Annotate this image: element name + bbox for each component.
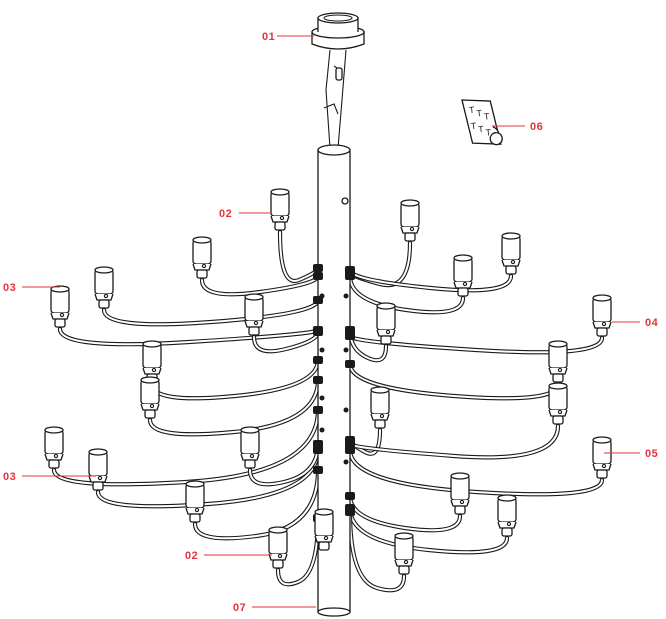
- arm-tube-inner: [151, 359, 319, 400]
- stem-stud: [343, 459, 349, 465]
- arm-tube: [347, 493, 463, 533]
- arm-tube-inner: [349, 275, 464, 314]
- lamp-socket: [244, 293, 264, 336]
- callout-06: 06: [530, 121, 543, 133]
- callout-07: 07: [233, 602, 246, 614]
- lamp-socket: [94, 266, 114, 309]
- callout-labels: 01 02 03 04 05 06 03 02 07: [3, 31, 659, 614]
- stem-joints: [313, 264, 355, 522]
- tag-glyph: T: [483, 111, 490, 122]
- stem-joint: [345, 446, 355, 454]
- lamp-socket: [240, 426, 260, 469]
- arm-tube: [147, 377, 321, 437]
- lamp-sockets: [44, 188, 612, 575]
- arm-tube-inner: [349, 329, 387, 362]
- arm-tube: [101, 297, 321, 327]
- tag-glyph: T: [469, 105, 476, 116]
- stem-joint: [313, 440, 323, 448]
- callout-03-upper: 03: [3, 282, 16, 294]
- stem-joint: [345, 272, 355, 280]
- arm-tube-inner: [194, 469, 319, 540]
- lamp-socket: [592, 294, 612, 337]
- lamp-socket: [192, 236, 212, 279]
- callout-01: 01: [262, 31, 275, 43]
- callout-03-lower: 03: [3, 471, 16, 483]
- stem-joint: [313, 466, 323, 474]
- lamp-socket: [497, 494, 517, 537]
- arm-tube-inner: [349, 507, 508, 554]
- lamp-socket: [140, 376, 160, 419]
- arm-tube-inner: [349, 335, 603, 354]
- lamp-socket: [548, 340, 568, 383]
- arm-tube-inner: [201, 275, 319, 296]
- lamp-socket: [268, 526, 288, 569]
- stem-stud: [319, 347, 325, 353]
- lamp-socket: [370, 386, 390, 429]
- lamp-socket: [394, 532, 414, 575]
- lamp-socket: [453, 254, 473, 297]
- stem-joint: [313, 328, 323, 336]
- callout-leaders: [22, 35, 640, 608]
- arm-tube-inner: [349, 449, 603, 496]
- arm-tube-inner: [349, 425, 559, 459]
- arm-tube-inner: [253, 331, 319, 353]
- stem-joint: [313, 264, 323, 272]
- stem-stud: [319, 395, 325, 401]
- lamp-socket: [376, 302, 396, 345]
- stem-joint: [313, 272, 323, 280]
- lamp-socket: [400, 199, 420, 242]
- tag-glyph: T: [470, 121, 477, 132]
- stem-stud: [319, 427, 325, 433]
- arm-tube-inner: [349, 363, 559, 400]
- stem-joint: [313, 406, 323, 414]
- lamp-socket: [44, 426, 64, 469]
- stem-joint: [313, 356, 323, 364]
- arm-tube-inner: [97, 449, 319, 508]
- arm-tube-inner: [53, 409, 319, 486]
- arm-tube-inner: [277, 517, 319, 586]
- stem-joint: [345, 508, 355, 516]
- arm-tube-inner: [249, 443, 319, 486]
- lamp-socket: [142, 340, 162, 383]
- arm-tube-inner: [279, 231, 319, 282]
- tag-glyph: T: [485, 127, 492, 138]
- tag-glyph: T: [476, 108, 483, 119]
- lamp-socket: [50, 285, 70, 328]
- lamp-socket: [501, 232, 521, 275]
- lamp-socket: [548, 382, 568, 425]
- lamp-socket: [270, 188, 290, 231]
- stem-joint: [345, 332, 355, 340]
- stem-joint: [345, 492, 355, 500]
- lamp-socket: [592, 436, 612, 479]
- lamp-socket: [185, 480, 205, 523]
- arm-tube-inner: [103, 299, 319, 326]
- stem-joint: [313, 376, 323, 384]
- arm-tube-inner: [349, 511, 405, 592]
- stem-stud: [343, 293, 349, 299]
- callout-04: 04: [645, 317, 659, 329]
- ceiling-canopy: [311, 12, 365, 50]
- hang-tag: T T T T T T: [461, 99, 503, 146]
- arm-tube-inner: [349, 269, 512, 292]
- tag-glyph: T: [478, 124, 485, 135]
- callout-02-lower: 02: [185, 550, 198, 562]
- stem-stud: [319, 293, 325, 299]
- lamp-socket: [450, 472, 470, 515]
- arm-tube-inner: [59, 328, 319, 346]
- arm-tube-inner: [349, 495, 461, 532]
- stem-joint: [345, 360, 355, 368]
- callout-05: 05: [645, 448, 658, 460]
- stem-stud: [343, 407, 349, 413]
- lamp-socket: [88, 448, 108, 491]
- lamp-socket: [314, 508, 334, 551]
- arm-tube: [247, 441, 321, 487]
- callout-02-upper: 02: [219, 208, 232, 220]
- suspension-cables: [323, 49, 347, 149]
- arm-tube: [149, 357, 321, 401]
- arm-tube-inner: [149, 379, 319, 436]
- stem-stud: [343, 347, 349, 353]
